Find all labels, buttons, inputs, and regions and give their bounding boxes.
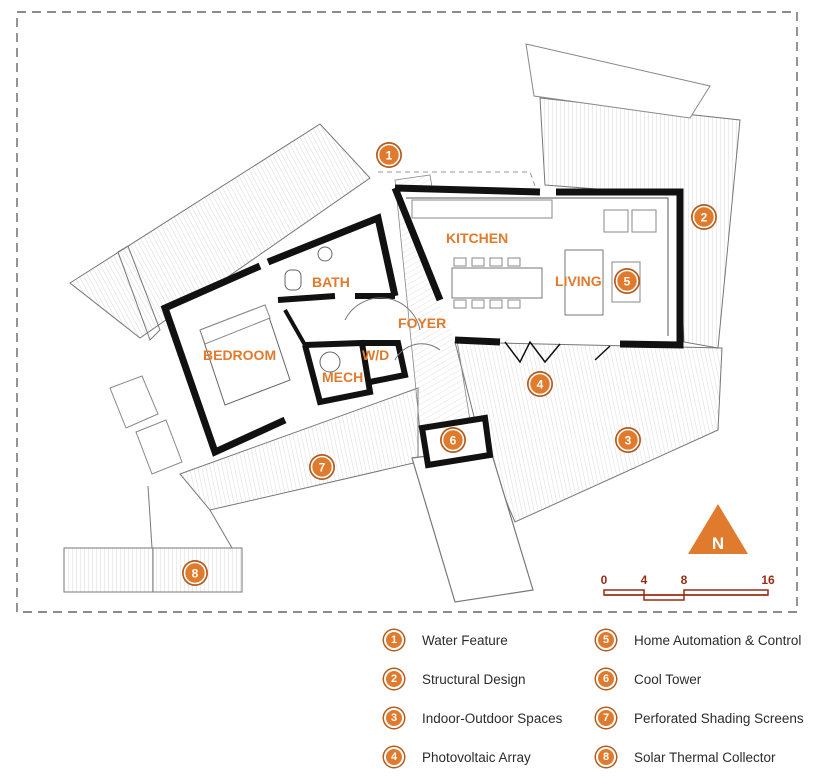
foyer-door-swing-2 bbox=[394, 343, 441, 361]
dining-chairs bbox=[453, 257, 521, 309]
bedroom-interior-wall bbox=[283, 309, 307, 346]
legend-badge: 3 bbox=[384, 708, 404, 728]
northeast-deck bbox=[539, 97, 741, 349]
legend-label: Perforated Shading Screens bbox=[634, 710, 804, 726]
room-label-kitchen: KITCHEN bbox=[446, 230, 508, 246]
legend-label: Cool Tower bbox=[634, 671, 702, 687]
legend-label: Photovoltaic Array bbox=[422, 749, 531, 765]
legend-badge: 8 bbox=[596, 747, 616, 767]
plan-marker-number: 8 bbox=[192, 567, 199, 581]
scale-tick-16: 16 bbox=[761, 573, 775, 587]
plan-marker-2: 2 bbox=[691, 204, 717, 230]
living-wall-north bbox=[394, 184, 541, 196]
kitchen-counter bbox=[411, 199, 553, 219]
site-boundary bbox=[16, 11, 798, 613]
legend-badge: 7 bbox=[596, 708, 616, 728]
armchair-1 bbox=[603, 209, 629, 233]
plan-marker-3: 3 bbox=[615, 427, 641, 453]
dining-table bbox=[451, 267, 543, 299]
plan-marker-4: 4 bbox=[527, 371, 553, 397]
room-label-living: LIVING bbox=[555, 273, 602, 289]
legend-item-1: 1 Water Feature bbox=[384, 627, 508, 653]
west-deck-edge bbox=[117, 245, 161, 341]
legend-label: Water Feature bbox=[422, 632, 508, 648]
plan-marker-7: 7 bbox=[309, 454, 335, 480]
legend-badge: 5 bbox=[596, 630, 616, 650]
collector-line-2 bbox=[209, 509, 233, 549]
armchair-2 bbox=[631, 209, 657, 233]
north-arrow: N bbox=[688, 504, 748, 554]
living-wall-north-2 bbox=[556, 188, 684, 349]
legend-item-2: 2 Structural Design bbox=[384, 666, 526, 692]
scale-tick-4: 4 bbox=[641, 573, 648, 587]
living-inner-wall bbox=[406, 197, 669, 336]
bedroom-wall-outer bbox=[160, 262, 287, 457]
collector-line bbox=[147, 485, 153, 549]
legend-badge: 4 bbox=[384, 747, 404, 767]
legend-item-3: 3 Indoor-Outdoor Spaces bbox=[384, 705, 562, 731]
room-label-wd: W/D bbox=[362, 347, 389, 363]
plan-marker-number: 4 bbox=[537, 378, 544, 392]
legend-label: Home Automation & Control bbox=[634, 632, 802, 648]
north-arrow-letter: N bbox=[712, 534, 724, 553]
legend-item-6: 6 Cool Tower bbox=[596, 666, 701, 692]
plan-marker-number: 5 bbox=[624, 275, 631, 289]
room-label-mech: MECH bbox=[322, 369, 363, 385]
plan-marker-5: 5 bbox=[614, 268, 640, 294]
plan-marker-8: 8 bbox=[182, 560, 208, 586]
bath-wall-north bbox=[266, 213, 399, 297]
bench-1 bbox=[109, 375, 159, 429]
legend-label: Solar Thermal Collector bbox=[634, 749, 776, 765]
water-heater bbox=[319, 351, 341, 373]
plan-marker-number: 6 bbox=[450, 434, 457, 448]
legend-badge: 1 bbox=[384, 630, 404, 650]
legend-item-8: 8 Solar Thermal Collector bbox=[596, 744, 776, 770]
plan-marker-6: 6 bbox=[440, 427, 466, 453]
legend-item-4: 4 Photovoltaic Array bbox=[384, 744, 531, 770]
room-label-bedroom: BEDROOM bbox=[203, 347, 276, 363]
room-label-foyer: FOYER bbox=[398, 315, 446, 331]
plan-markers: 1 2 3 4 5 6 7 8 bbox=[182, 142, 717, 586]
legend-label: Indoor-Outdoor Spaces bbox=[422, 710, 563, 726]
wd-wall bbox=[362, 340, 409, 385]
west-deck bbox=[69, 123, 371, 339]
sofa bbox=[564, 249, 604, 316]
plan-marker-number: 1 bbox=[386, 149, 393, 163]
legend-item-5: 5 Home Automation & Control bbox=[596, 627, 801, 653]
plan-marker-number: 2 bbox=[701, 211, 708, 225]
bath-wall-south bbox=[277, 293, 336, 303]
scale-bar: 0 4 8 16 bbox=[601, 573, 775, 601]
plan-marker-number: 7 bbox=[319, 461, 326, 475]
legend-badge: 2 bbox=[384, 669, 404, 689]
foyer-door-swing bbox=[344, 297, 421, 331]
bench-2 bbox=[135, 419, 183, 475]
living-wall-south bbox=[454, 336, 501, 346]
bed-pillow bbox=[199, 304, 271, 345]
scale-tick-0: 0 bbox=[601, 573, 608, 587]
legend-label: Structural Design bbox=[422, 671, 526, 687]
room-label-bath: BATH bbox=[312, 274, 350, 290]
mech-walls bbox=[302, 339, 374, 406]
plan-marker-1: 1 bbox=[376, 142, 402, 168]
legend-item-7: 7 Perforated Shading Screens bbox=[596, 705, 804, 731]
legend-badge: 6 bbox=[596, 669, 616, 689]
toilet bbox=[284, 269, 302, 291]
living-wall-west bbox=[391, 186, 444, 302]
plan-marker-number: 3 bbox=[625, 434, 632, 448]
sink bbox=[317, 246, 333, 262]
scale-tick-8: 8 bbox=[681, 573, 688, 587]
sliding-doors bbox=[504, 340, 611, 364]
solar-panel-roof bbox=[525, 43, 711, 119]
